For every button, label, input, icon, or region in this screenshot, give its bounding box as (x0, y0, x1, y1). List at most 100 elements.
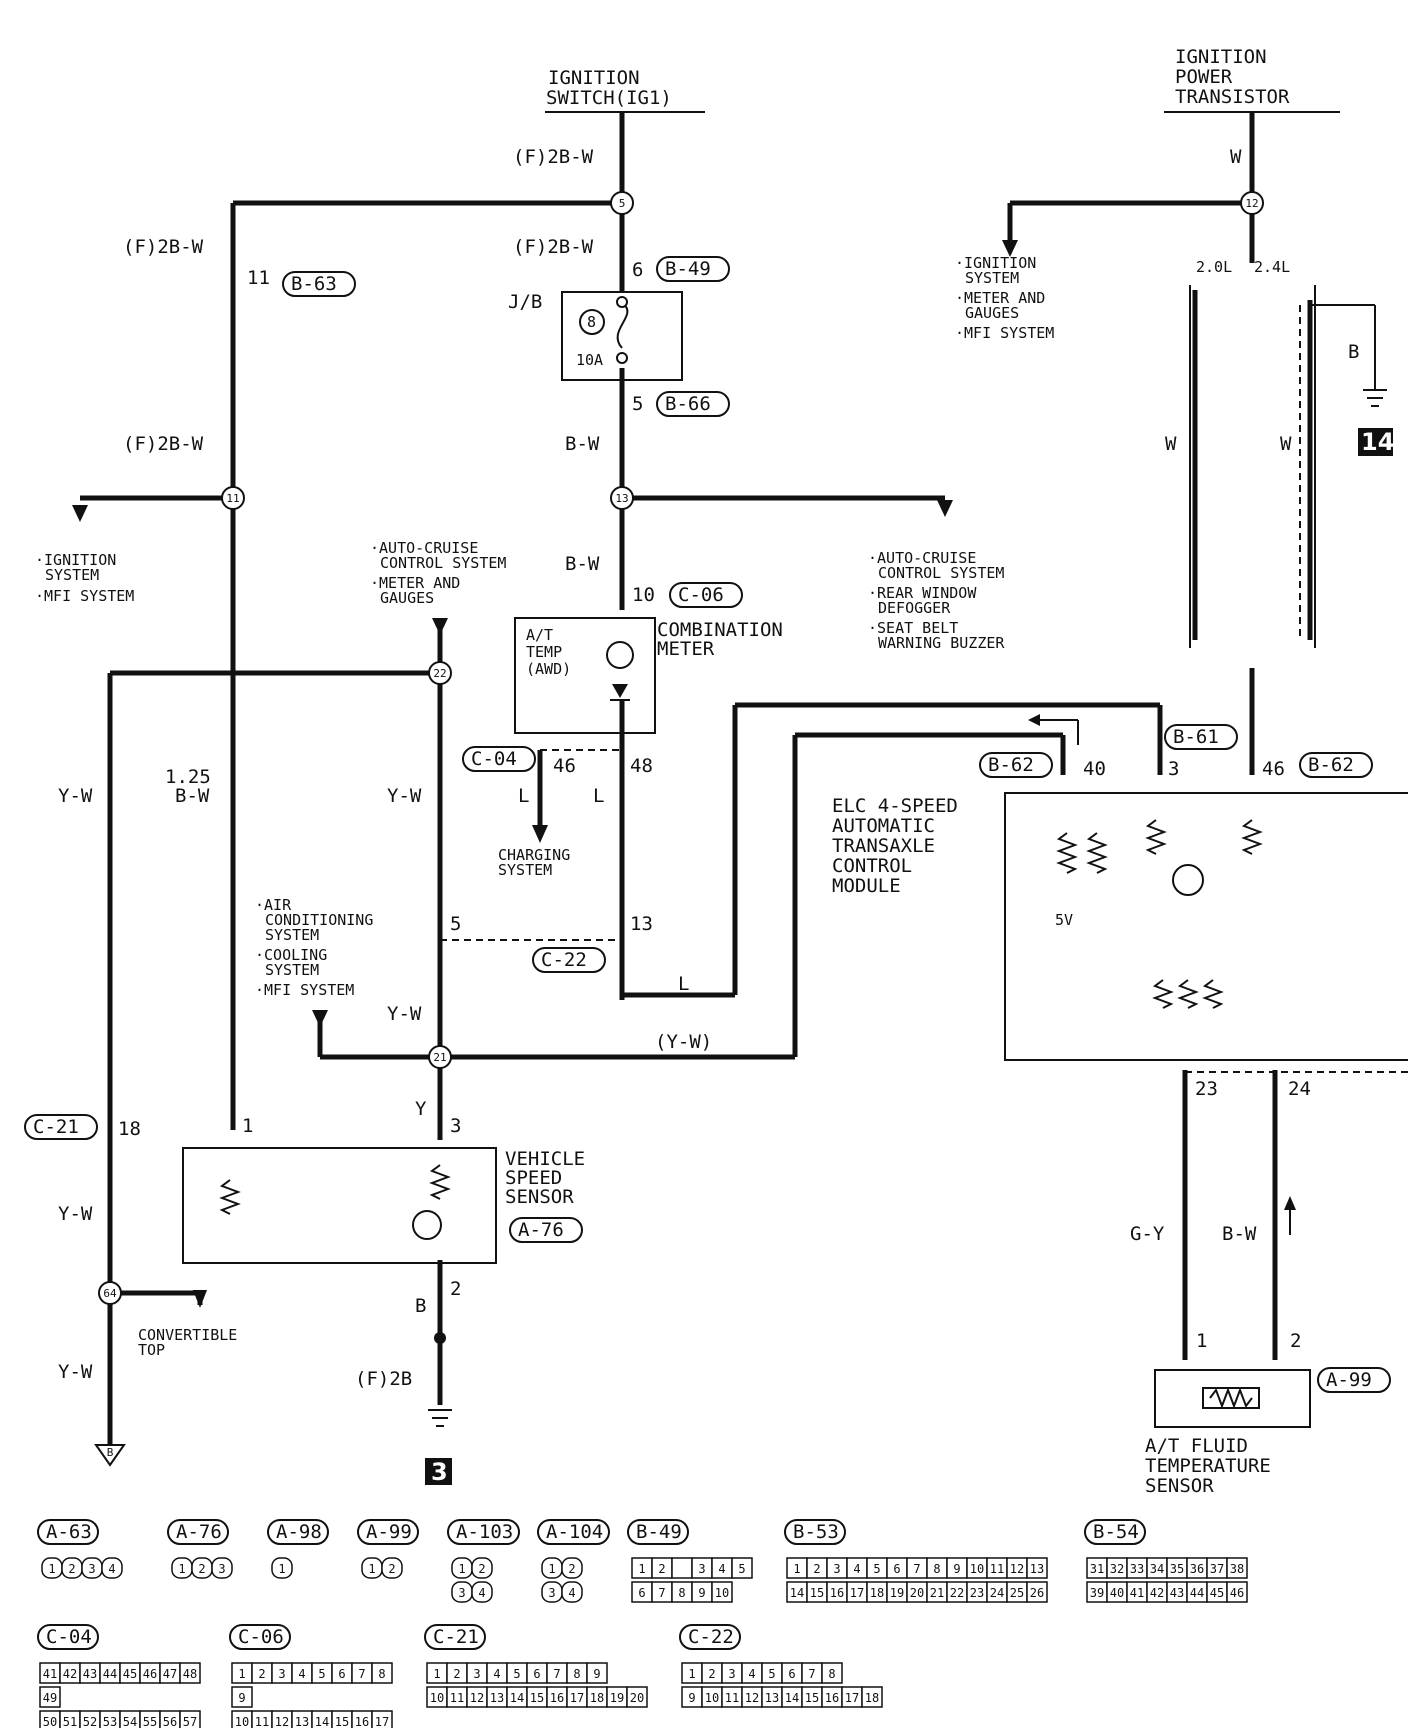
meter-inner-label-2: TEMP (526, 643, 562, 661)
legend-pin: 7 (913, 1562, 920, 1576)
pin-number: 23 (1195, 1078, 1218, 1100)
vss-label-2: SPEED (505, 1167, 562, 1189)
legend-pin: 17 (375, 1715, 389, 1728)
wire-color: B-W (565, 433, 600, 455)
legend-pin: 9 (238, 1691, 245, 1705)
legend-pin: 2 (453, 1667, 460, 1681)
fuse-icon (616, 302, 629, 349)
legend-pin: 19 (890, 1586, 904, 1600)
legend-pin: 46 (1230, 1586, 1244, 1600)
legend-pin: 5 (513, 1667, 520, 1681)
legend-pin: 43 (1170, 1586, 1184, 1600)
legend-pin: 4 (748, 1667, 755, 1681)
transistor-label-1: IGNITION (1175, 46, 1267, 68)
legend-pin: 1 (793, 1562, 800, 1576)
legend-pin: 10 (970, 1562, 984, 1576)
legend-pin: 17 (845, 1691, 859, 1705)
legend-connector-id: C-21 (433, 1626, 479, 1648)
legend-pin: 23 (970, 1586, 984, 1600)
junction-number: B (107, 1446, 114, 1459)
wire-color: (Y-W) (655, 1031, 712, 1053)
wires (72, 111, 1408, 1445)
legend-pin: 14 (790, 1586, 804, 1600)
legend-pin: 5 (318, 1667, 325, 1681)
legend-pin: 11 (255, 1715, 269, 1728)
branch-item: CONVERTIBLE (138, 1326, 237, 1344)
branch-item: SYSTEM (965, 269, 1019, 287)
branch-item: ·COOLING (255, 946, 327, 964)
ground-number: 14 (1361, 428, 1394, 456)
branch-item: SYSTEM (265, 926, 319, 944)
legend-pin: 12 (1010, 1562, 1024, 1576)
branch-item: ·REAR WINDOW (868, 584, 977, 602)
combination-meter-label-2: METER (657, 638, 715, 660)
legend-pin: 42 (1150, 1586, 1164, 1600)
legend-pin: 17 (570, 1691, 584, 1705)
wire-color: (F)2B-W (123, 236, 204, 258)
legend-pin: 12 (275, 1715, 289, 1728)
legend-connector: A-981 (267, 1519, 329, 1579)
elc-label-1: ELC 4-SPEED (832, 795, 958, 817)
legend-pin: 41 (43, 1667, 57, 1681)
legend-pin: 9 (593, 1667, 600, 1681)
engine-variant: 2.0L (1196, 258, 1232, 276)
legend-pin: 35 (1170, 1562, 1184, 1576)
elc-label-5: MODULE (832, 875, 901, 897)
pin-number: 10 (632, 584, 655, 606)
legend-pin: 9 (688, 1691, 695, 1705)
connector-label: C-22 (541, 949, 587, 971)
legend-pin: 12 (745, 1691, 759, 1705)
legend-pin: 3 (728, 1667, 735, 1681)
pin-number: 40 (1083, 758, 1106, 780)
legend-pin: 25 (1010, 1586, 1024, 1600)
wire-color: B-W (565, 553, 600, 575)
branch-item: CONTROL SYSTEM (380, 554, 506, 572)
connector-label: B-61 (1173, 726, 1219, 748)
legend-pin: 1 (278, 1562, 285, 1576)
legend-pin: 8 (378, 1667, 385, 1681)
combination-meter-label-1: COMBINATION (657, 619, 783, 641)
legend-pin: 16 (825, 1691, 839, 1705)
connector-label: C-04 (471, 748, 517, 770)
legend-pin: 1 (178, 1562, 185, 1576)
pin-number: 48 (630, 755, 653, 777)
branch-item: GAUGES (380, 589, 434, 607)
junction-number: 11 (226, 492, 239, 505)
legend-connector-id: C-04 (46, 1626, 92, 1648)
legend-pin: 2 (258, 1667, 265, 1681)
legend-pin: 4 (478, 1586, 485, 1600)
transistor-icon (1172, 864, 1204, 896)
branch-item: GAUGES (965, 304, 1019, 322)
legend-pin: 3 (88, 1562, 95, 1576)
legend-pin: 8 (678, 1586, 685, 1600)
legend-pin: 11 (450, 1691, 464, 1705)
legend-pin: 6 (893, 1562, 900, 1576)
branch-item: WARNING BUZZER (878, 634, 1005, 652)
branch-item: ·AUTO-CRUISE (868, 549, 976, 567)
legend-pin: 4 (298, 1667, 305, 1681)
wire-color-labels: (F)2B-W (F)2B-W (F)2B-W (F)2B-W B-W B-W … (58, 146, 1359, 1390)
legend-pin: 3 (458, 1586, 465, 1600)
legend-pin: 3 (833, 1562, 840, 1576)
wire-color: (F)2B-W (513, 236, 594, 258)
legend-pin: 19 (610, 1691, 624, 1705)
wire-color: Y-W (387, 1003, 422, 1025)
branch-item: CHARGING (498, 846, 570, 864)
elc-label-3: TRANSAXLE (832, 835, 935, 857)
connector-label: B-63 (291, 273, 337, 295)
legend-pin: 11 (990, 1562, 1004, 1576)
at-fluid-label-1: A/T FLUID (1145, 1435, 1248, 1457)
legend-pin: 37 (1210, 1562, 1224, 1576)
legend-pin: 1 (688, 1667, 695, 1681)
wire-color: Y-W (58, 785, 93, 807)
branch-labels: ·IGNITION SYSTEM ·MFI SYSTEM ·IGNITION S… (35, 254, 1054, 1359)
connector-label: B-62 (988, 754, 1034, 776)
legend-pin: 13 (295, 1715, 309, 1728)
wire-color: L (593, 785, 604, 807)
fuse-number: 8 (587, 313, 596, 331)
